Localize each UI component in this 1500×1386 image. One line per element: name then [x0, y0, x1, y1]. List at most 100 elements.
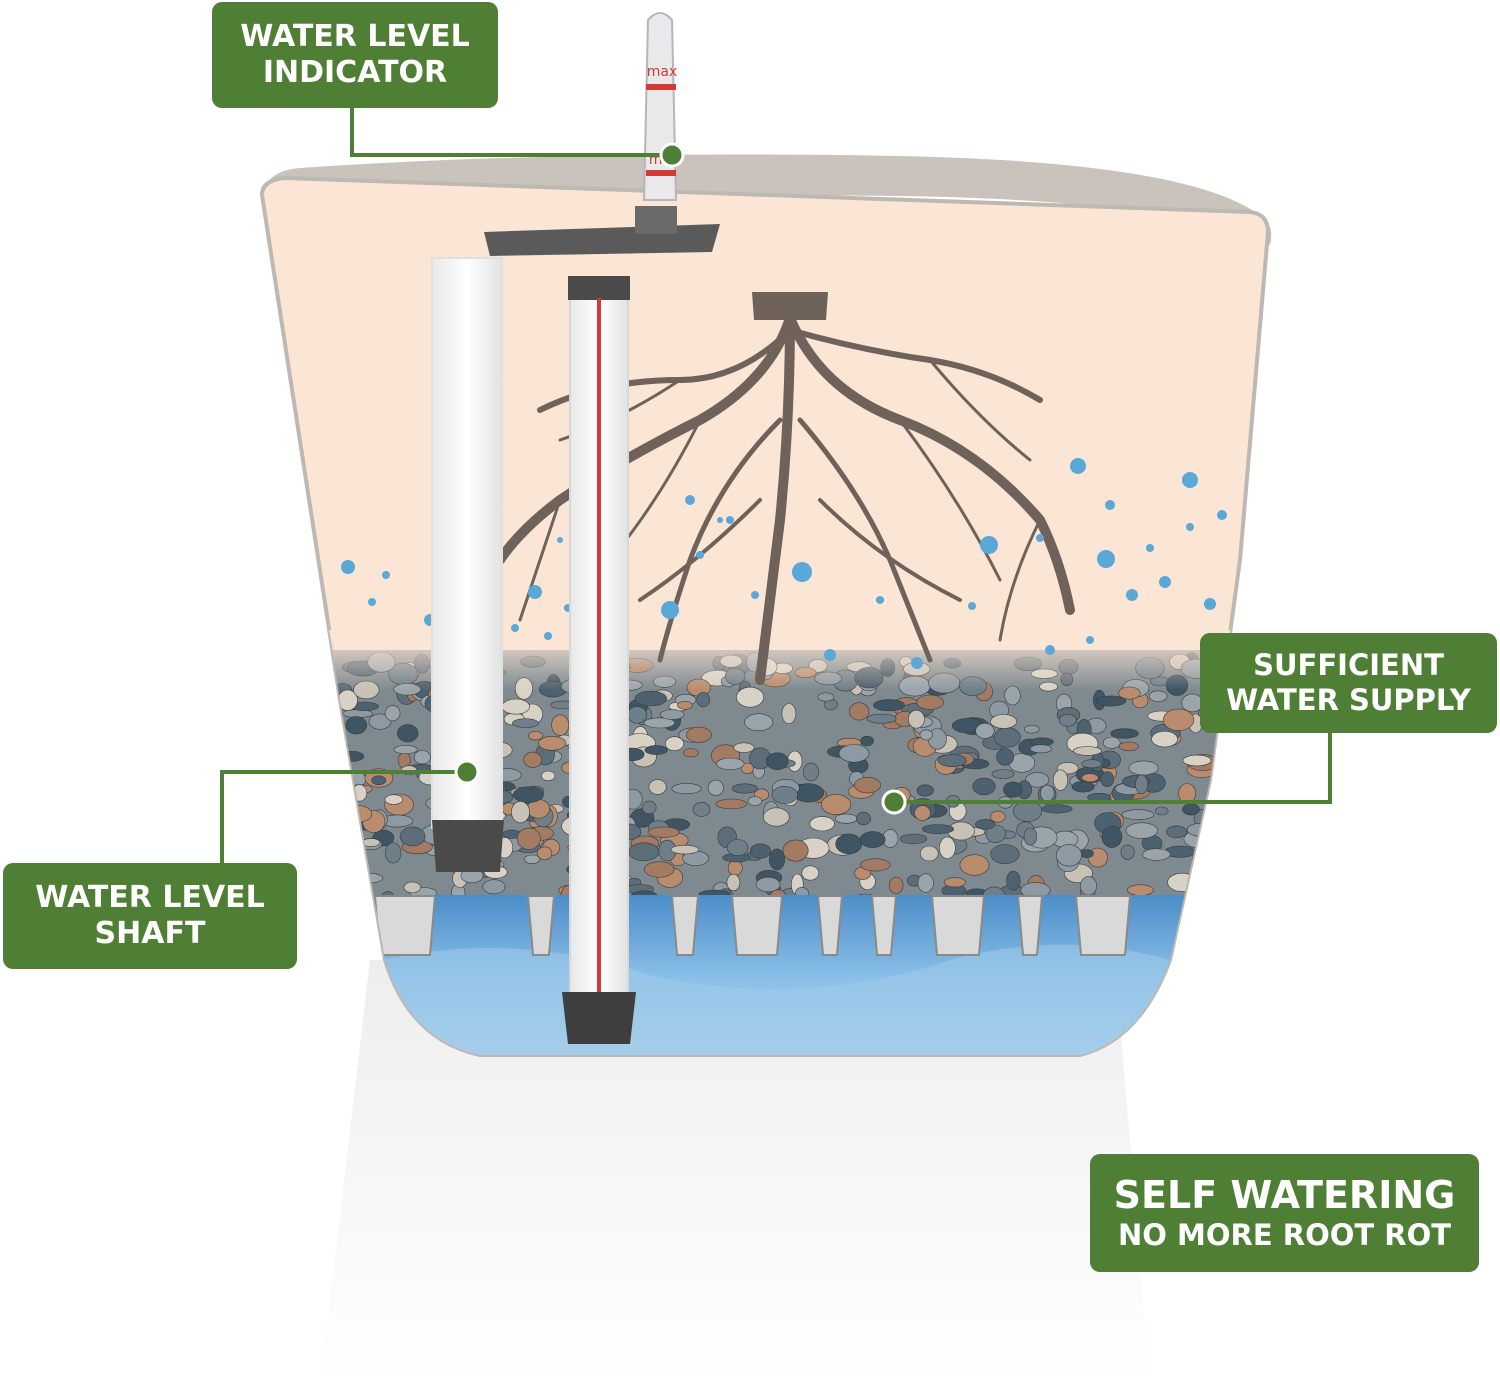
wicking-baskets [373, 895, 1132, 956]
gravel-stone [644, 745, 668, 755]
gravel-stone [990, 714, 1018, 729]
gravel-stone [368, 713, 392, 730]
gravel-stone [733, 742, 755, 753]
gravel-stone [1128, 760, 1159, 776]
gravel-stone [643, 861, 675, 878]
water-droplet [1086, 636, 1094, 644]
gravel-stone [1182, 754, 1212, 767]
endpoint-supply [881, 789, 907, 815]
water-droplet [1126, 589, 1138, 601]
gravel-stone [320, 834, 352, 850]
gravel-stone [1024, 724, 1040, 734]
pot-rim [262, 154, 1272, 245]
water-droplet [1204, 598, 1216, 610]
gravel-stone [393, 745, 418, 754]
gravel-stone [385, 842, 402, 864]
gravel-stone [755, 876, 781, 893]
gravel-stone [749, 843, 771, 859]
wicking-basket [730, 895, 784, 956]
gravel-stone [991, 769, 1015, 779]
water-droplet [557, 537, 563, 543]
gravel-stone [1052, 769, 1069, 791]
water-level-shaft-tube [431, 257, 504, 872]
gravel-stone [1058, 713, 1077, 727]
gravel-stone [959, 854, 990, 876]
gravel-stone [1101, 825, 1123, 848]
water-droplet [1045, 645, 1055, 655]
gravel-stone [914, 805, 931, 821]
gravel-stone [975, 819, 996, 830]
gravel-stone [516, 827, 541, 850]
gravel-stone [937, 754, 967, 767]
gravel-stone [873, 699, 905, 712]
water-level-shaft-line2: SHAFT [94, 916, 206, 951]
gravel-stone [1125, 822, 1159, 839]
gravel-stone [634, 690, 667, 707]
water-droplet [792, 562, 812, 582]
wicking-basket [816, 895, 844, 956]
floor-shadow [320, 960, 1150, 1386]
gravel-stone [1148, 690, 1168, 702]
water-droplet [717, 517, 723, 523]
water-droplet [876, 596, 884, 604]
gravel-stone [972, 777, 996, 796]
gravel-stone [1110, 728, 1139, 739]
gravel-stone [821, 794, 852, 815]
endpoint-indicator [659, 142, 685, 168]
water-droplet [1146, 544, 1154, 552]
gravel-stone [541, 770, 556, 782]
gravel-stone [501, 698, 530, 715]
water-droplet [1036, 534, 1044, 542]
sufficient-water-supply-label: SUFFICIENT WATER SUPPLY [1200, 633, 1497, 733]
gravel-stone [990, 810, 1006, 823]
gravel-stone [322, 766, 343, 784]
gravel-stone [371, 775, 387, 786]
water-level-indicator-gauge: max min [642, 12, 677, 201]
gravel-stone [1040, 784, 1055, 802]
gravel-stone [860, 735, 874, 747]
gravel-stone [682, 748, 699, 758]
gravel-stone [919, 729, 933, 741]
wicking-basket [670, 895, 700, 956]
gravel-stone [716, 757, 745, 770]
gravel-stone [327, 848, 354, 864]
wicking-basket [1016, 895, 1044, 956]
water-droplet [341, 560, 355, 574]
gravel-stone [1073, 746, 1102, 756]
gravel-stone [802, 762, 819, 782]
gravel-stone [990, 844, 1020, 865]
gravel-stone [1095, 695, 1127, 707]
gravel-stone [1029, 744, 1053, 754]
gravel-stone [727, 859, 743, 876]
gravel-stone [919, 845, 939, 862]
self-watering-tagline: NO MORE ROOT ROT [1117, 1218, 1452, 1253]
indicator-base [484, 206, 720, 256]
gravel-stone [744, 713, 774, 732]
gravel-stone [771, 786, 798, 804]
water-droplet [685, 495, 695, 505]
gravel-stone [331, 834, 354, 845]
gravel-stone [643, 717, 676, 729]
sufficient-water-supply-line1: SUFFICIENT [1253, 648, 1444, 683]
water-droplet [968, 602, 976, 610]
gravel-stone [866, 713, 897, 724]
gravel-stone [731, 783, 758, 794]
gravel-stone [397, 724, 419, 743]
gravel-stone [1006, 870, 1021, 891]
gravel-stone [1100, 771, 1115, 788]
water-level-shaft-line1: WATER LEVEL [35, 880, 265, 915]
leader-water-level-indicator [350, 108, 672, 157]
gravel-stone [399, 826, 426, 847]
wicking-basket [373, 895, 437, 956]
gravel-stone [939, 836, 956, 860]
water-level-indicator-line1: WATER LEVEL [240, 19, 470, 54]
water-droplet [1105, 500, 1115, 510]
gravel-stone [994, 727, 1021, 748]
gravel-stone [686, 726, 712, 743]
gravel-stone [1121, 809, 1155, 820]
water-droplet [511, 624, 519, 632]
gravel-stone [1081, 759, 1102, 769]
gravel-stone [899, 833, 928, 845]
